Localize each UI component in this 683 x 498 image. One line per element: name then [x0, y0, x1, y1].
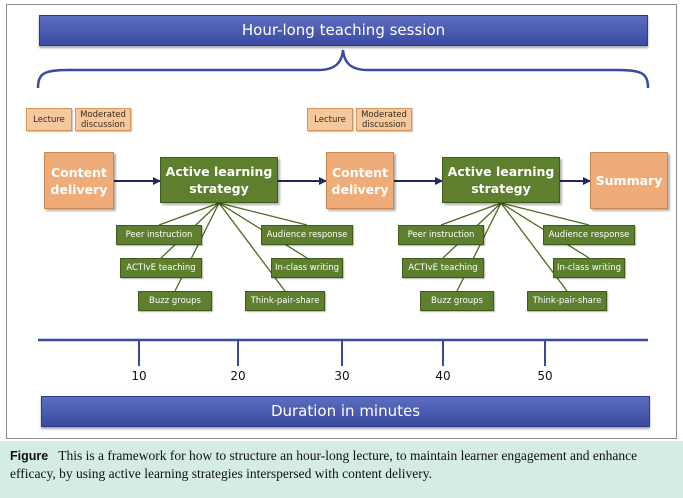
- strategy-box: ACTIvE teaching: [120, 258, 202, 278]
- active-learning-box: Active learning strategy: [160, 157, 278, 203]
- moderated-discussion-box: Moderated discussion: [75, 108, 131, 131]
- strategy-box: Think-pair-share: [527, 291, 607, 311]
- timeline-tick-label: 20: [230, 369, 246, 383]
- content-delivery-box: Content delivery: [326, 152, 394, 209]
- strategy-spoke: [440, 202, 502, 226]
- strategy-box: Audience response: [261, 225, 353, 245]
- strategy-box: Buzz groups: [420, 291, 494, 311]
- timeline-tick-label: 50: [537, 369, 553, 383]
- content-delivery-box: Content delivery: [44, 152, 114, 209]
- timeline-tick-label: 10: [131, 369, 147, 383]
- strategy-box: In-class writing: [553, 258, 625, 278]
- summary-box: Summary: [590, 152, 668, 209]
- active-learning-box: Active learning strategy: [442, 157, 560, 203]
- lecture-box: Lecture: [26, 108, 72, 131]
- timeline-tick-label: 30: [334, 369, 350, 383]
- caption-label: Figure: [10, 449, 49, 463]
- lecture-box: Lecture: [307, 108, 353, 131]
- strategy-box: Think-pair-share: [245, 291, 325, 311]
- session-title-bar: Hour-long teaching session: [39, 15, 648, 46]
- strategy-spoke: [500, 202, 590, 226]
- strategy-box: Buzz groups: [138, 291, 212, 311]
- moderated-discussion-box: Moderated discussion: [356, 108, 412, 131]
- strategy-spoke: [158, 202, 220, 226]
- strategy-spoke: [218, 202, 308, 226]
- timeline-ticks: [138, 340, 546, 366]
- strategy-box: ACTIvE teaching: [402, 258, 484, 278]
- strategy-box: Peer instruction: [116, 225, 202, 245]
- timeline-tick-label: 40: [435, 369, 451, 383]
- strategy-spokes: [158, 202, 590, 292]
- figure-frame: [6, 4, 677, 439]
- strategy-box: Audience response: [543, 225, 635, 245]
- session-brace: [36, 49, 650, 89]
- caption-text: This is a framework for how to structure…: [10, 448, 638, 481]
- strategy-box: In-class writing: [271, 258, 343, 278]
- duration-title-bar: Duration in minutes: [41, 396, 650, 427]
- strategy-box: Peer instruction: [398, 225, 484, 245]
